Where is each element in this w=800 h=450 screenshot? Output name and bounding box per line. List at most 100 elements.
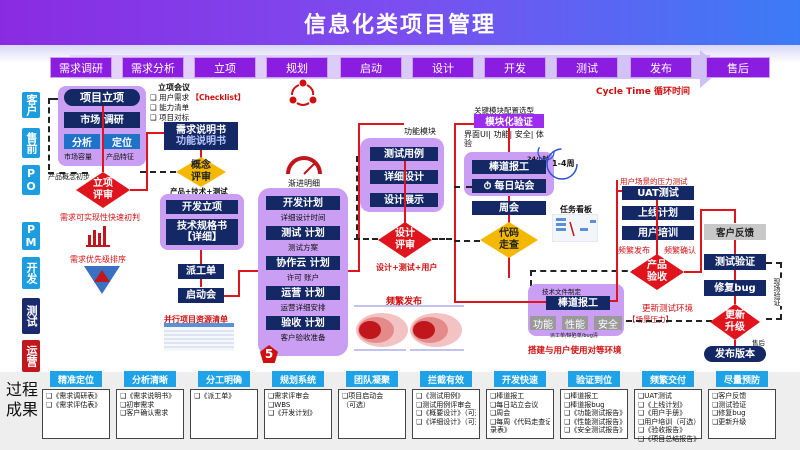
dashed-connector	[530, 270, 532, 296]
result-item: ❑棒道报工	[490, 392, 525, 400]
plan-item-note: 许可 账户	[286, 273, 320, 282]
result-item: ❑《测试用例》	[416, 392, 465, 400]
flow-line	[130, 189, 148, 191]
priority-label: 需求优先级排序	[70, 255, 126, 264]
env-label: 搭建与用户使用对等环境	[528, 346, 622, 356]
result-item: ❑《概要设计》（可选）	[416, 409, 476, 417]
phase-6[interactable]: 开发	[484, 57, 546, 78]
result-tag: 拦截有效	[420, 371, 472, 387]
performance-test[interactable]: 性能	[562, 316, 588, 331]
result-tag: 团队凝聚	[346, 371, 398, 387]
flow-line	[616, 180, 618, 302]
result-item: ❑棒道报工	[564, 392, 599, 400]
clock-icon: ⏱	[483, 180, 492, 192]
hours-label: 24小时	[527, 155, 550, 163]
uat-test[interactable]: UAT测试	[622, 186, 694, 200]
phase-1[interactable]: 需求分析	[122, 57, 184, 78]
flow-line	[700, 209, 736, 211]
kickoff-meeting[interactable]: 启动会	[178, 288, 224, 303]
update-env-label: 更新测试环境	[642, 304, 694, 314]
flow-line	[404, 161, 406, 223]
phase-8[interactable]: 发布	[630, 57, 692, 78]
result-item: ❑需求评审会	[268, 392, 310, 400]
tech-doc-label: 技术文件制定	[542, 288, 581, 296]
analysis-box[interactable]: 分析	[64, 134, 100, 149]
dashed-connector	[530, 270, 638, 272]
weekly-meeting[interactable]: 周会	[472, 201, 546, 215]
user-training[interactable]: 用户培训	[622, 226, 694, 240]
modular-verification[interactable]: 模块化验证	[474, 114, 544, 128]
functional-test[interactable]: 功能	[530, 316, 556, 331]
stress-test-label: 用户场景的压力测试	[620, 177, 688, 186]
security-test[interactable]: 安全	[594, 316, 622, 331]
concept-review[interactable]: 概念 评审	[176, 157, 226, 187]
test-cases[interactable]: 测试用例	[370, 147, 438, 161]
phase-9[interactable]: 售后	[706, 57, 770, 78]
result-item: ❑测试用例评审会	[416, 400, 472, 409]
product-acceptance[interactable]: 产品 验收	[630, 254, 684, 290]
dashed-connector	[48, 98, 60, 170]
plan-item[interactable]: 开发计划	[266, 196, 340, 210]
result-item: ❑客户反馈	[712, 392, 747, 400]
customer-feedback[interactable]: 客户反馈	[704, 224, 766, 240]
update-upgrade[interactable]: 更新 升级	[710, 304, 760, 340]
gauge-label: 渐进明细	[288, 179, 320, 188]
daily-standup[interactable]: ⏱每日站会	[472, 179, 546, 193]
phase-4[interactable]: 启动	[340, 57, 402, 78]
result-item: ❑每周《代码走查记	[490, 417, 550, 426]
plan-item[interactable]: 协作云 计划	[266, 256, 340, 270]
key-module-label: 关键模块配置选型	[474, 106, 534, 115]
result-item: ❑《验收报告》	[638, 426, 687, 434]
lane-ops: 运营	[22, 340, 40, 372]
project-initiation[interactable]: 项目立项	[64, 89, 140, 106]
resource-list-label: 并行项目资源清单	[164, 315, 228, 324]
test-verify[interactable]: 测试验证	[704, 254, 766, 270]
phase-3[interactable]: 规划	[266, 57, 328, 78]
tech-spec[interactable]: 技术规格书 【详细】	[166, 219, 238, 245]
result-item: ❑棒道报bug	[564, 400, 605, 409]
phase-7[interactable]: 测试	[556, 57, 618, 78]
result-tag: 频繁交付	[642, 371, 694, 387]
daily-report[interactable]: 棒道报工	[472, 160, 546, 174]
initiation-review[interactable]: 立项 评审	[76, 172, 130, 208]
lane-customer: 客户	[22, 92, 40, 118]
result-tag: 分析清晰	[124, 371, 176, 387]
fix-bug[interactable]: 修复bug	[704, 280, 766, 296]
result-tag: 分工明确	[198, 371, 250, 387]
flow-line	[102, 106, 104, 172]
lane-po: PO	[22, 165, 40, 195]
dashed-connector	[454, 186, 472, 188]
plan-item[interactable]: 测试 计划	[266, 226, 340, 240]
result-tag: 验证到位	[568, 371, 620, 387]
result-tag: 精准定位	[50, 371, 102, 387]
result-item: ❑《需求评估表》	[46, 400, 102, 409]
result-item: ❑《派工单》	[194, 392, 236, 400]
phase-5[interactable]: 设计	[412, 57, 474, 78]
publish-version[interactable]: 发布版本	[704, 346, 766, 362]
dev-initiation[interactable]: 开发立项	[166, 200, 238, 214]
phase-0[interactable]: 需求调研	[50, 57, 112, 78]
phase-2[interactable]: 立项	[194, 57, 256, 78]
onsite-verify-label: 现场验证	[772, 278, 782, 306]
dispatch-order[interactable]: 派工单	[178, 264, 224, 279]
market-capacity-label: 市场容量	[64, 153, 92, 161]
requirements-spec[interactable]: 需求说明书功能说明书	[164, 122, 238, 150]
concept-note: 产品概念初步	[48, 173, 90, 181]
design-review[interactable]: 设计 评审	[378, 222, 432, 258]
plan-item[interactable]: 验收 计划	[266, 316, 340, 330]
result-item: ❑客户确认需求	[120, 409, 169, 417]
result-item: ❑初审需求	[120, 400, 155, 409]
kanban-label: 任务看板	[560, 205, 592, 214]
positioning-box[interactable]: 定位	[104, 134, 140, 149]
scenario-label: 【场景压力】	[628, 315, 673, 324]
test-footer-label: 派工单/缺陷单/bug清	[550, 333, 598, 339]
launch-plan[interactable]: 上线计划	[622, 206, 694, 220]
dashed-connector	[432, 238, 452, 240]
code-review[interactable]: 代码 走查	[480, 222, 538, 258]
flow-line	[200, 250, 202, 264]
dashed-connector	[454, 240, 480, 242]
plan-item[interactable]: 运营 计划	[266, 286, 340, 300]
test-report[interactable]: 棒道报工	[546, 296, 610, 310]
dashed-connector	[140, 171, 176, 173]
flow-line	[146, 132, 148, 191]
